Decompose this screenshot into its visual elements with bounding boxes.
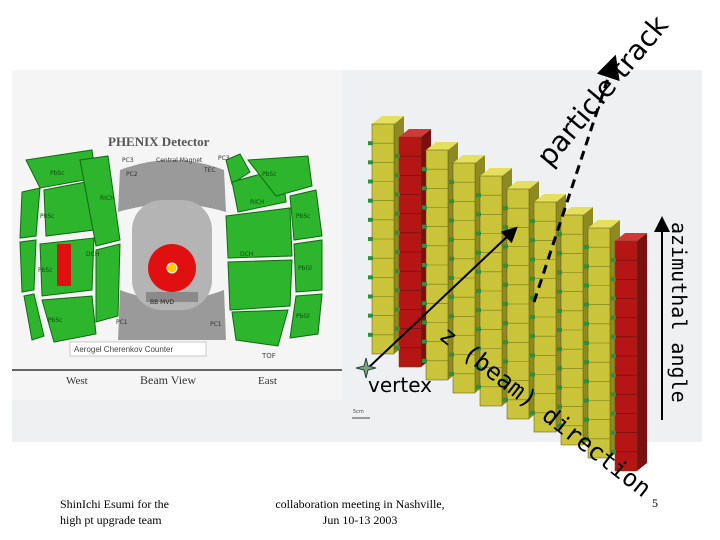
label-pc3-east: PC3 [218,155,230,162]
silicon-detector [368,116,647,471]
footer-meeting-line1: collaboration meeting in Nashville, [250,496,470,512]
footer-meeting: collaboration meeting in Nashville, Jun … [250,496,470,528]
label-pc3-west: PC3 [122,157,134,164]
label-rich-east: RICH [250,199,265,206]
vertex-label: vertex [368,373,432,397]
label-tec: TEC [203,167,216,174]
azimuthal-angle-label: azimuthal angle [667,222,691,403]
label-emc-west-2: PbSc [40,213,55,220]
central-magnet: BB MVD [118,160,226,340]
footer-author-line2: high pt upgrade team [60,512,240,528]
label-emc-west-1: PbSc [50,170,65,177]
west-arm: PbSc PbSc PbSc PbSc DCH RICH [20,150,120,342]
phenix-detector: PHENIX Detector PbSc PbSc PbSc PbSc DCH … [12,134,342,387]
label-aerogel: Aerogel Cherenkov Counter [74,345,174,354]
label-emc-east-3: PbGl [298,265,312,272]
label-emc-west-4: PbSc [48,317,63,324]
label-pc1-east: PC1 [210,321,222,328]
footer-author-line1: ShinIchi Esumi for the [60,496,240,512]
footer-meeting-line2: Jun 10-13 2003 [250,512,470,528]
label-emc-east-1: PbSc [262,171,277,178]
label-west: West [66,375,88,387]
east-arm: PbSc PbSc PbGl PbGl DCH RICH [226,154,322,346]
footer-author: ShinIchi Esumi for the high pt upgrade t… [60,496,240,528]
label-emc-west-3: PbSc [38,267,53,274]
page-number: 5 [640,496,670,511]
label-bbc-mvd: BB MVD [150,299,174,306]
label-dch-west: DCH [86,251,99,258]
label-pc1-west: PC1 [116,319,128,326]
label-pc2-west: PC2 [126,171,138,178]
label-rich-west: RICH [100,195,115,202]
label-tof: TOF [261,352,276,360]
scale-label: 5cm [353,409,364,415]
phenix-title: PHENIX Detector [108,134,210,149]
label-emc-east-2: PbSc [296,213,311,220]
label-beam-view: Beam View [140,373,196,387]
label-east: East [258,375,277,387]
label-dch-east: DCH [240,251,253,258]
label-emc-east-4: PbGl [296,313,310,320]
particle-track-label: particle track [530,8,675,172]
label-central-magnet: Central Magnet [156,157,203,164]
